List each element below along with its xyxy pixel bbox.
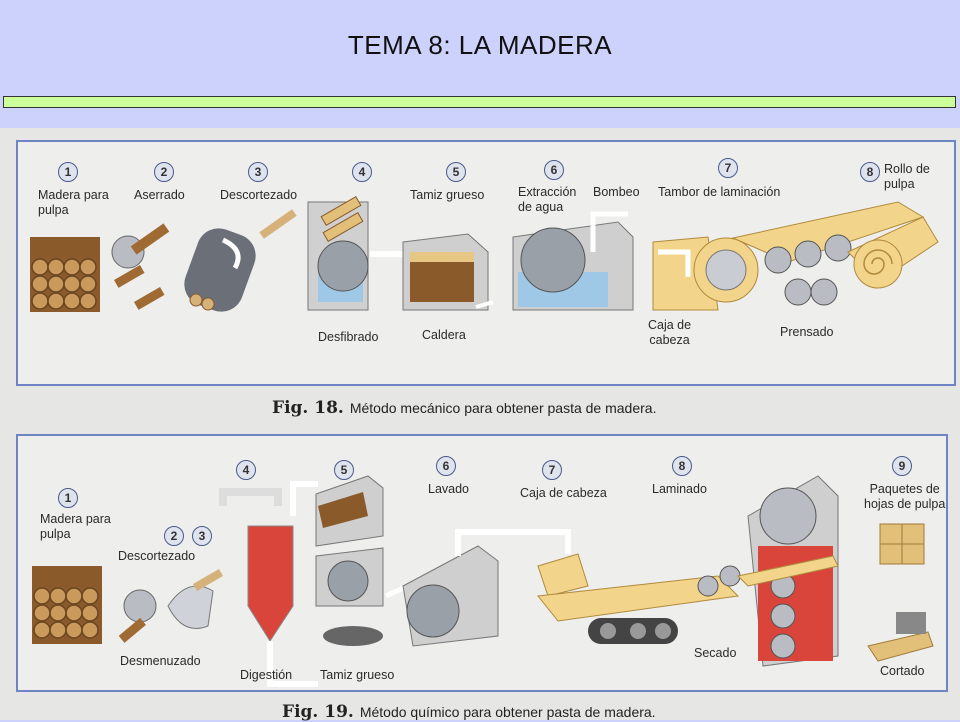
fig19-step-badge: 3 xyxy=(192,526,212,546)
fig19-step-label: Descortezado xyxy=(118,549,196,563)
digester-tank-icon xyxy=(219,481,318,687)
chipper-icon xyxy=(118,569,223,643)
coarse-screen-tank-icon xyxy=(402,233,494,311)
fig18-step-badge: 4 xyxy=(352,162,372,182)
cutter-icon xyxy=(867,612,934,662)
fig19-tamiz-grueso-label: Tamiz grueso xyxy=(320,668,395,682)
debarking-drum-icon xyxy=(184,209,297,312)
fig19-cortado-label: Cortado xyxy=(880,664,925,678)
fig19-caption: Fig. 19. Método químico para obtener past… xyxy=(282,702,656,722)
fig18-bombeo-label: Bombeo xyxy=(593,185,640,199)
fig19-caption-number: Fig. 19. xyxy=(282,702,354,722)
fig18-step-label: Madera para pulpa xyxy=(38,188,109,217)
laminating-belt-icon xyxy=(588,565,741,644)
fig18-step-badge: 5 xyxy=(446,162,466,182)
fig18-caja-cabeza-label: Caja de cabeza xyxy=(648,318,692,347)
fig18-step-badge: 6 xyxy=(544,160,564,180)
fig19-step-badge: 5 xyxy=(334,460,354,480)
fig19-step-badge: 8 xyxy=(672,456,692,476)
fig18-panel: 1 2 3 4 5 6 7 8 Madera para pulpa Aserra… xyxy=(16,140,956,386)
fig19-step-badge: 1 xyxy=(58,488,78,508)
fig18-step-badge: 8 xyxy=(860,162,880,182)
saw-blade-icon xyxy=(111,223,170,310)
slide-title: TEMA 8: LA MADERA xyxy=(347,30,613,60)
log-pile-icon xyxy=(30,237,100,312)
fig18-step-label: Extracción de agua xyxy=(518,185,577,214)
head-box-icon xyxy=(537,553,740,622)
fig18-step-badge: 7 xyxy=(718,158,738,178)
coarse-screen-icon xyxy=(315,475,410,646)
fig18-step-label: Rollo de pulpa xyxy=(884,162,930,191)
fig19-step-label: Lavado xyxy=(428,482,470,496)
fig18-step-badge: 3 xyxy=(248,162,268,182)
fig19-step-label: Paquetes de hojas de pulpa xyxy=(864,482,946,511)
fig18-caption: Fig. 18. Método mecánico para obtener pas… xyxy=(272,398,656,418)
fig18-step-badge: 1 xyxy=(58,162,78,182)
fig18-prensado-label: Prensado xyxy=(780,325,834,339)
fig18-step-label: Descortezado xyxy=(220,188,298,202)
fig18-desfibrado-label: Desfibrado xyxy=(318,330,379,344)
fig19-step-badge: 6 xyxy=(436,456,456,476)
fig18-step-badge: 2 xyxy=(154,162,174,182)
fig19-secado-label: Secado xyxy=(694,646,737,660)
fig18-caption-text: Método mecánico para obtener pasta de ma… xyxy=(349,400,657,416)
fig18-caldera-label: Caldera xyxy=(422,328,466,342)
fig19-step-badge: 7 xyxy=(542,460,562,480)
dryer-icon xyxy=(736,475,839,667)
fig18-illustration xyxy=(30,195,939,312)
fig19-step-label: Laminado xyxy=(652,482,707,496)
fig19-step-label: Caja de cabeza xyxy=(520,486,607,500)
washer-drum-icon xyxy=(402,529,571,647)
fig18-caption-number: Fig. 18. xyxy=(272,398,344,418)
title-underline-bar xyxy=(3,96,956,108)
fig19-step-label: Madera para pulpa xyxy=(40,512,111,541)
pulp-sheet-packages-icon xyxy=(879,523,925,565)
fig19-digestion-label: Digestión xyxy=(240,668,293,682)
fig19-step-badge: 4 xyxy=(236,460,256,480)
fig18-step-label: Tambor de laminación xyxy=(658,185,781,199)
fig18-step-label: Aserrado xyxy=(134,188,185,202)
log-pile-icon xyxy=(32,566,102,644)
water-extraction-drum-icon xyxy=(512,211,634,311)
fig19-panel: 1 2 3 4 5 6 7 8 9 Madera para pulpa Desc… xyxy=(16,434,948,692)
fig19-step-badge: 2 xyxy=(164,526,184,546)
fig19-desmenuzado-label: Desmenuzado xyxy=(120,654,201,668)
fig18-step-label: Tamiz grueso xyxy=(410,188,485,202)
fig19-step-badge: 9 xyxy=(892,456,912,476)
pulp-roll-icon xyxy=(847,216,939,289)
press-rollers-icon xyxy=(764,234,852,306)
scanned-textbook-page: 1 2 3 4 5 6 7 8 Madera para pulpa Aserra… xyxy=(0,128,960,722)
defibrator-grinder-icon xyxy=(307,195,403,311)
fig19-caption-text: Método químico para obtener pasta de mad… xyxy=(359,704,656,720)
fig19-illustration xyxy=(32,475,934,687)
